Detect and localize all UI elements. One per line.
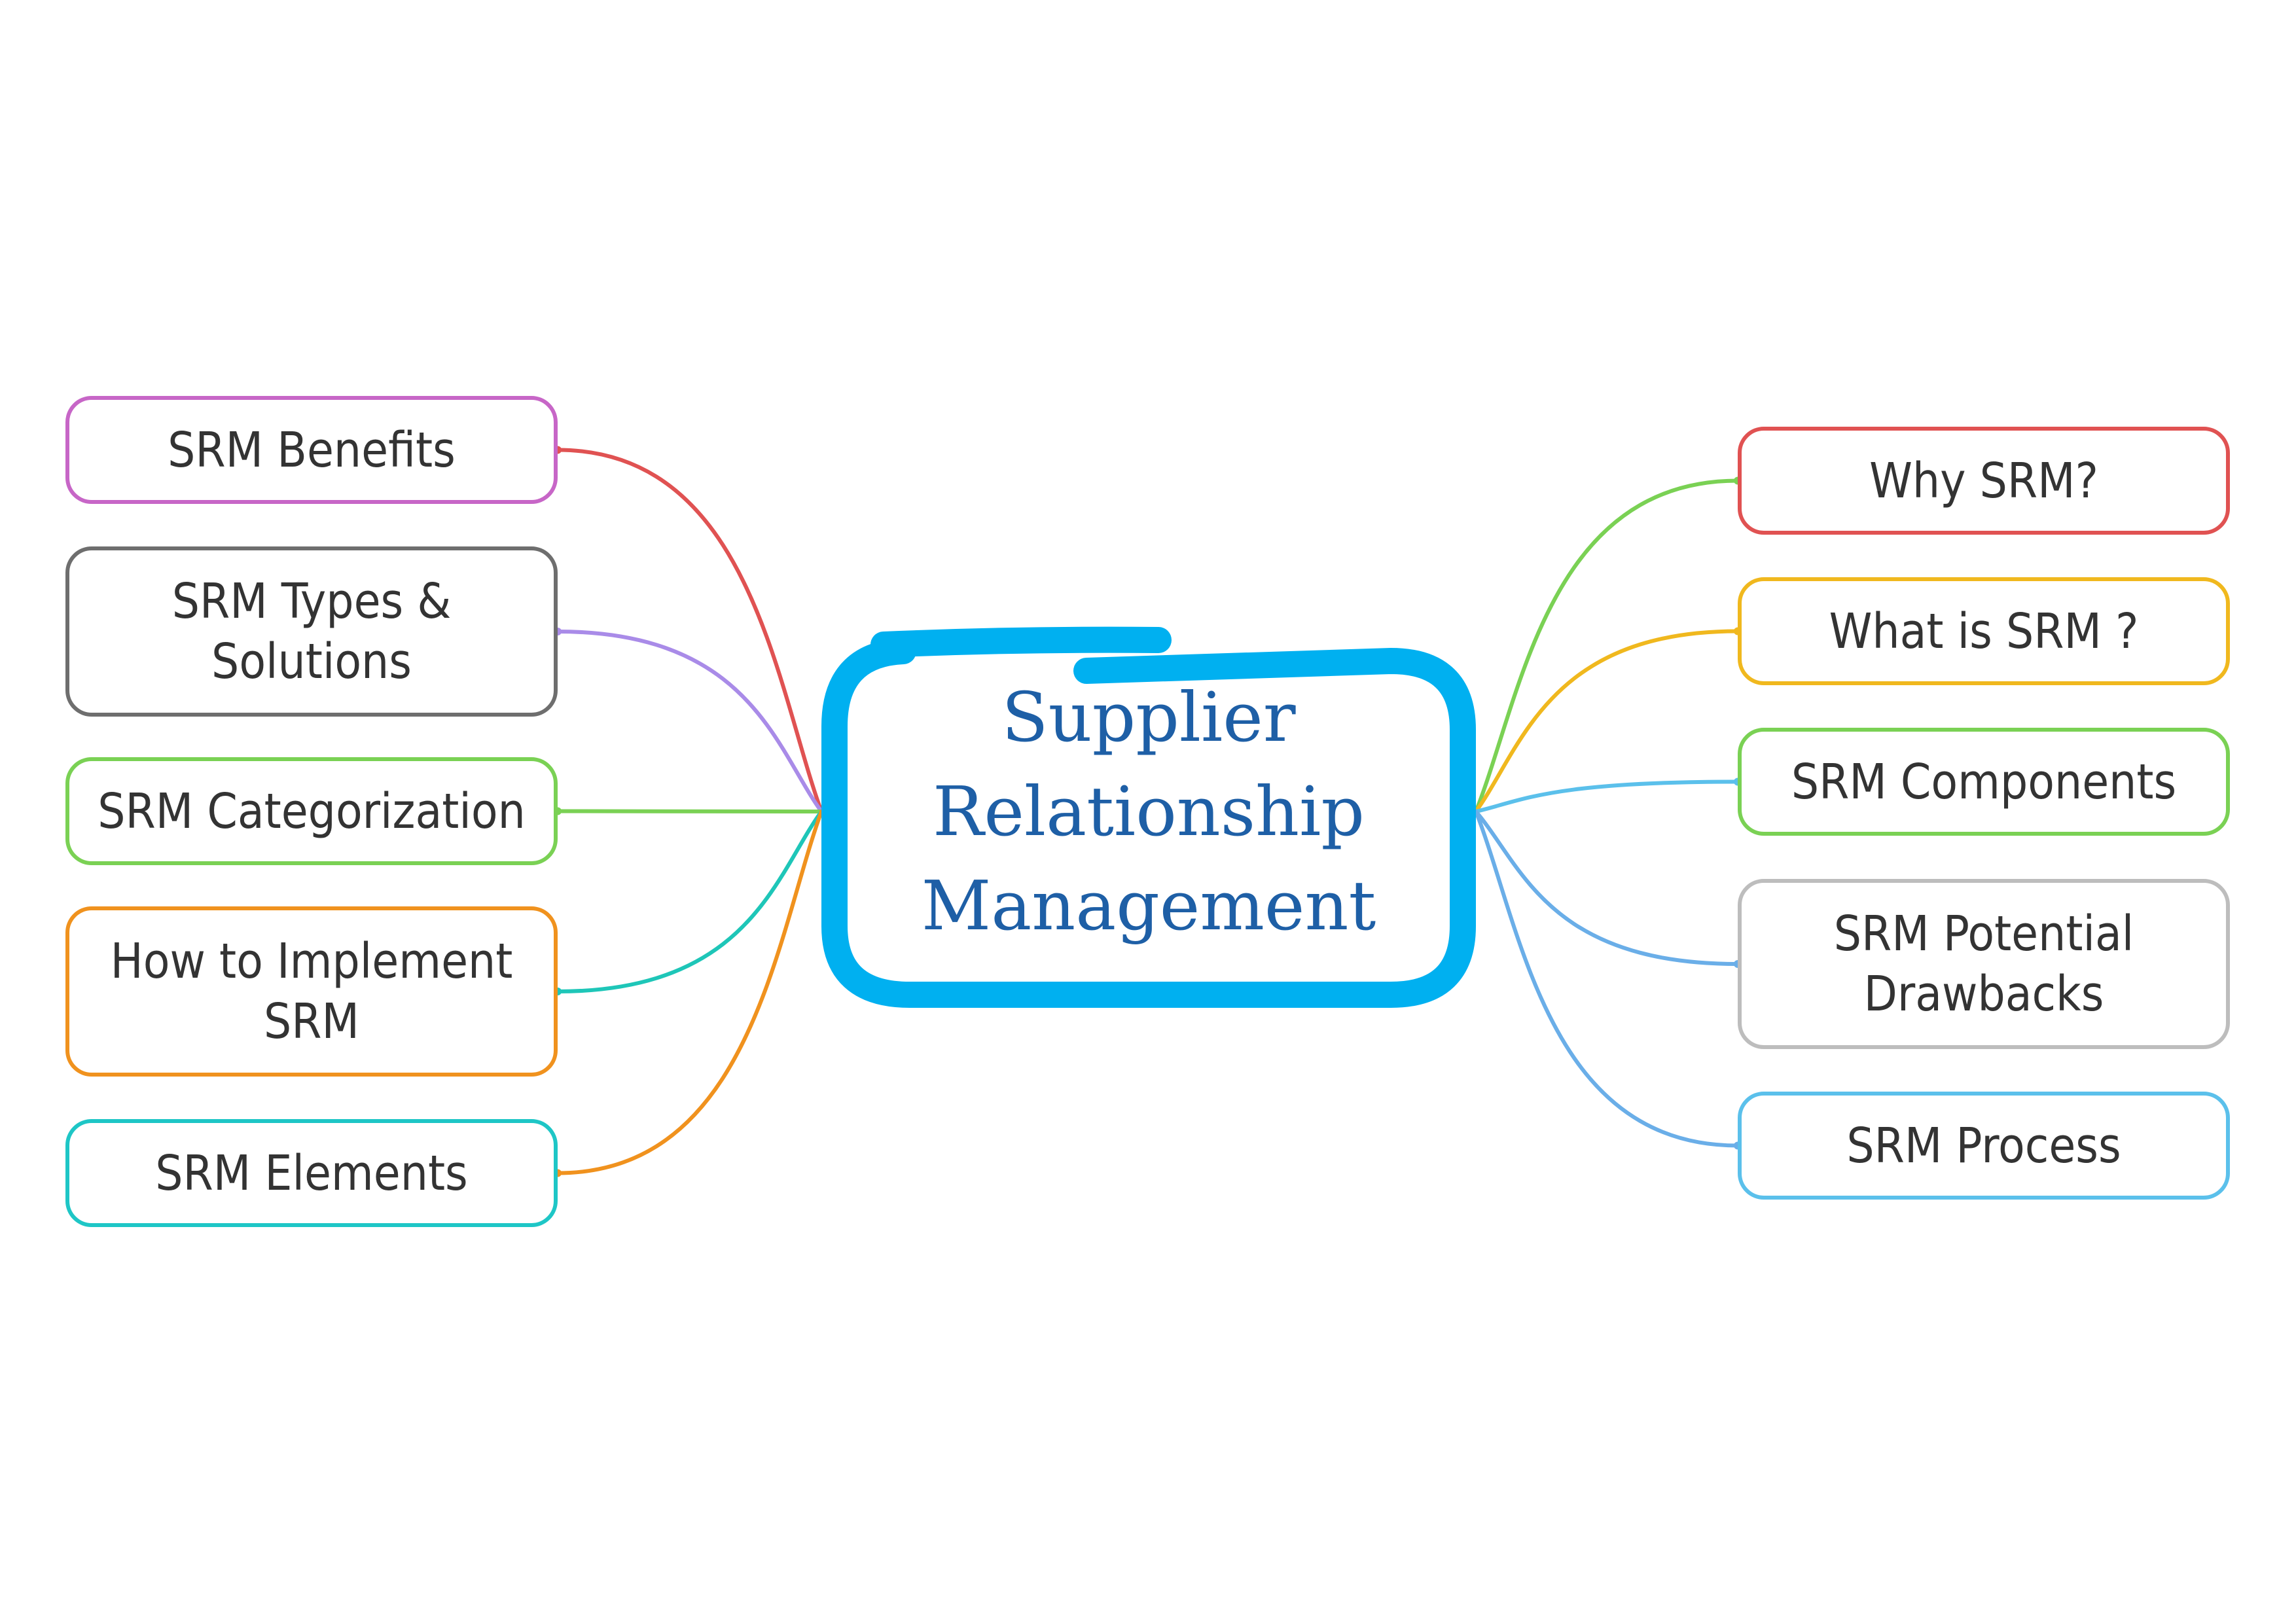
connector-line <box>1474 629 1740 813</box>
topic-srm-components[interactable]: SRM Components <box>1738 728 2230 836</box>
connector-line <box>1474 810 1740 966</box>
central-topic-brush-stroke <box>870 626 1172 658</box>
topic-how-to-implement-srm[interactable]: How to Implement SRM <box>65 906 558 1077</box>
topic-label: SRM Categorization <box>98 783 526 840</box>
topic-why-srm[interactable]: Why SRM? <box>1738 427 2230 535</box>
topic-label: SRM Elements <box>155 1145 468 1202</box>
topic-srm-process[interactable]: SRM Process <box>1738 1092 2230 1200</box>
topic-label: SRM Types & Solutions <box>171 573 452 690</box>
connector-line <box>556 630 823 813</box>
topic-label: Why SRM? <box>1869 452 2098 509</box>
connector-line <box>1474 810 1740 1148</box>
topic-srm-elements[interactable]: SRM Elements <box>65 1119 558 1227</box>
central-topic-frame[interactable] <box>821 638 1476 1008</box>
topic-label: SRM Potential Drawbacks <box>1833 906 2134 1022</box>
connector-line <box>556 810 823 1175</box>
connector-line <box>1474 779 1740 813</box>
topic-label: SRM Process <box>1846 1117 2121 1174</box>
connector-line <box>556 810 823 993</box>
central-topic[interactable]: Supplier Relationship Management <box>864 674 1433 949</box>
connector-line <box>1474 478 1740 813</box>
topic-srm-categorization[interactable]: SRM Categorization <box>65 757 558 865</box>
topic-what-is-srm[interactable]: What is SRM ? <box>1738 577 2230 685</box>
topic-label: What is SRM ? <box>1829 603 2139 660</box>
central-topic-label: Supplier Relationship Management <box>921 677 1376 946</box>
topic-label: SRM Benefits <box>168 421 456 478</box>
topic-srm-benefits[interactable]: SRM Benefits <box>65 396 558 504</box>
topic-srm-potential-drawbacks[interactable]: SRM Potential Drawbacks <box>1738 879 2230 1049</box>
topic-srm-types-solutions[interactable]: SRM Types & Solutions <box>65 546 558 717</box>
connector-line <box>556 448 823 813</box>
topic-label: How to Implement SRM <box>110 933 513 1050</box>
topic-label: SRM Components <box>1791 753 2177 810</box>
